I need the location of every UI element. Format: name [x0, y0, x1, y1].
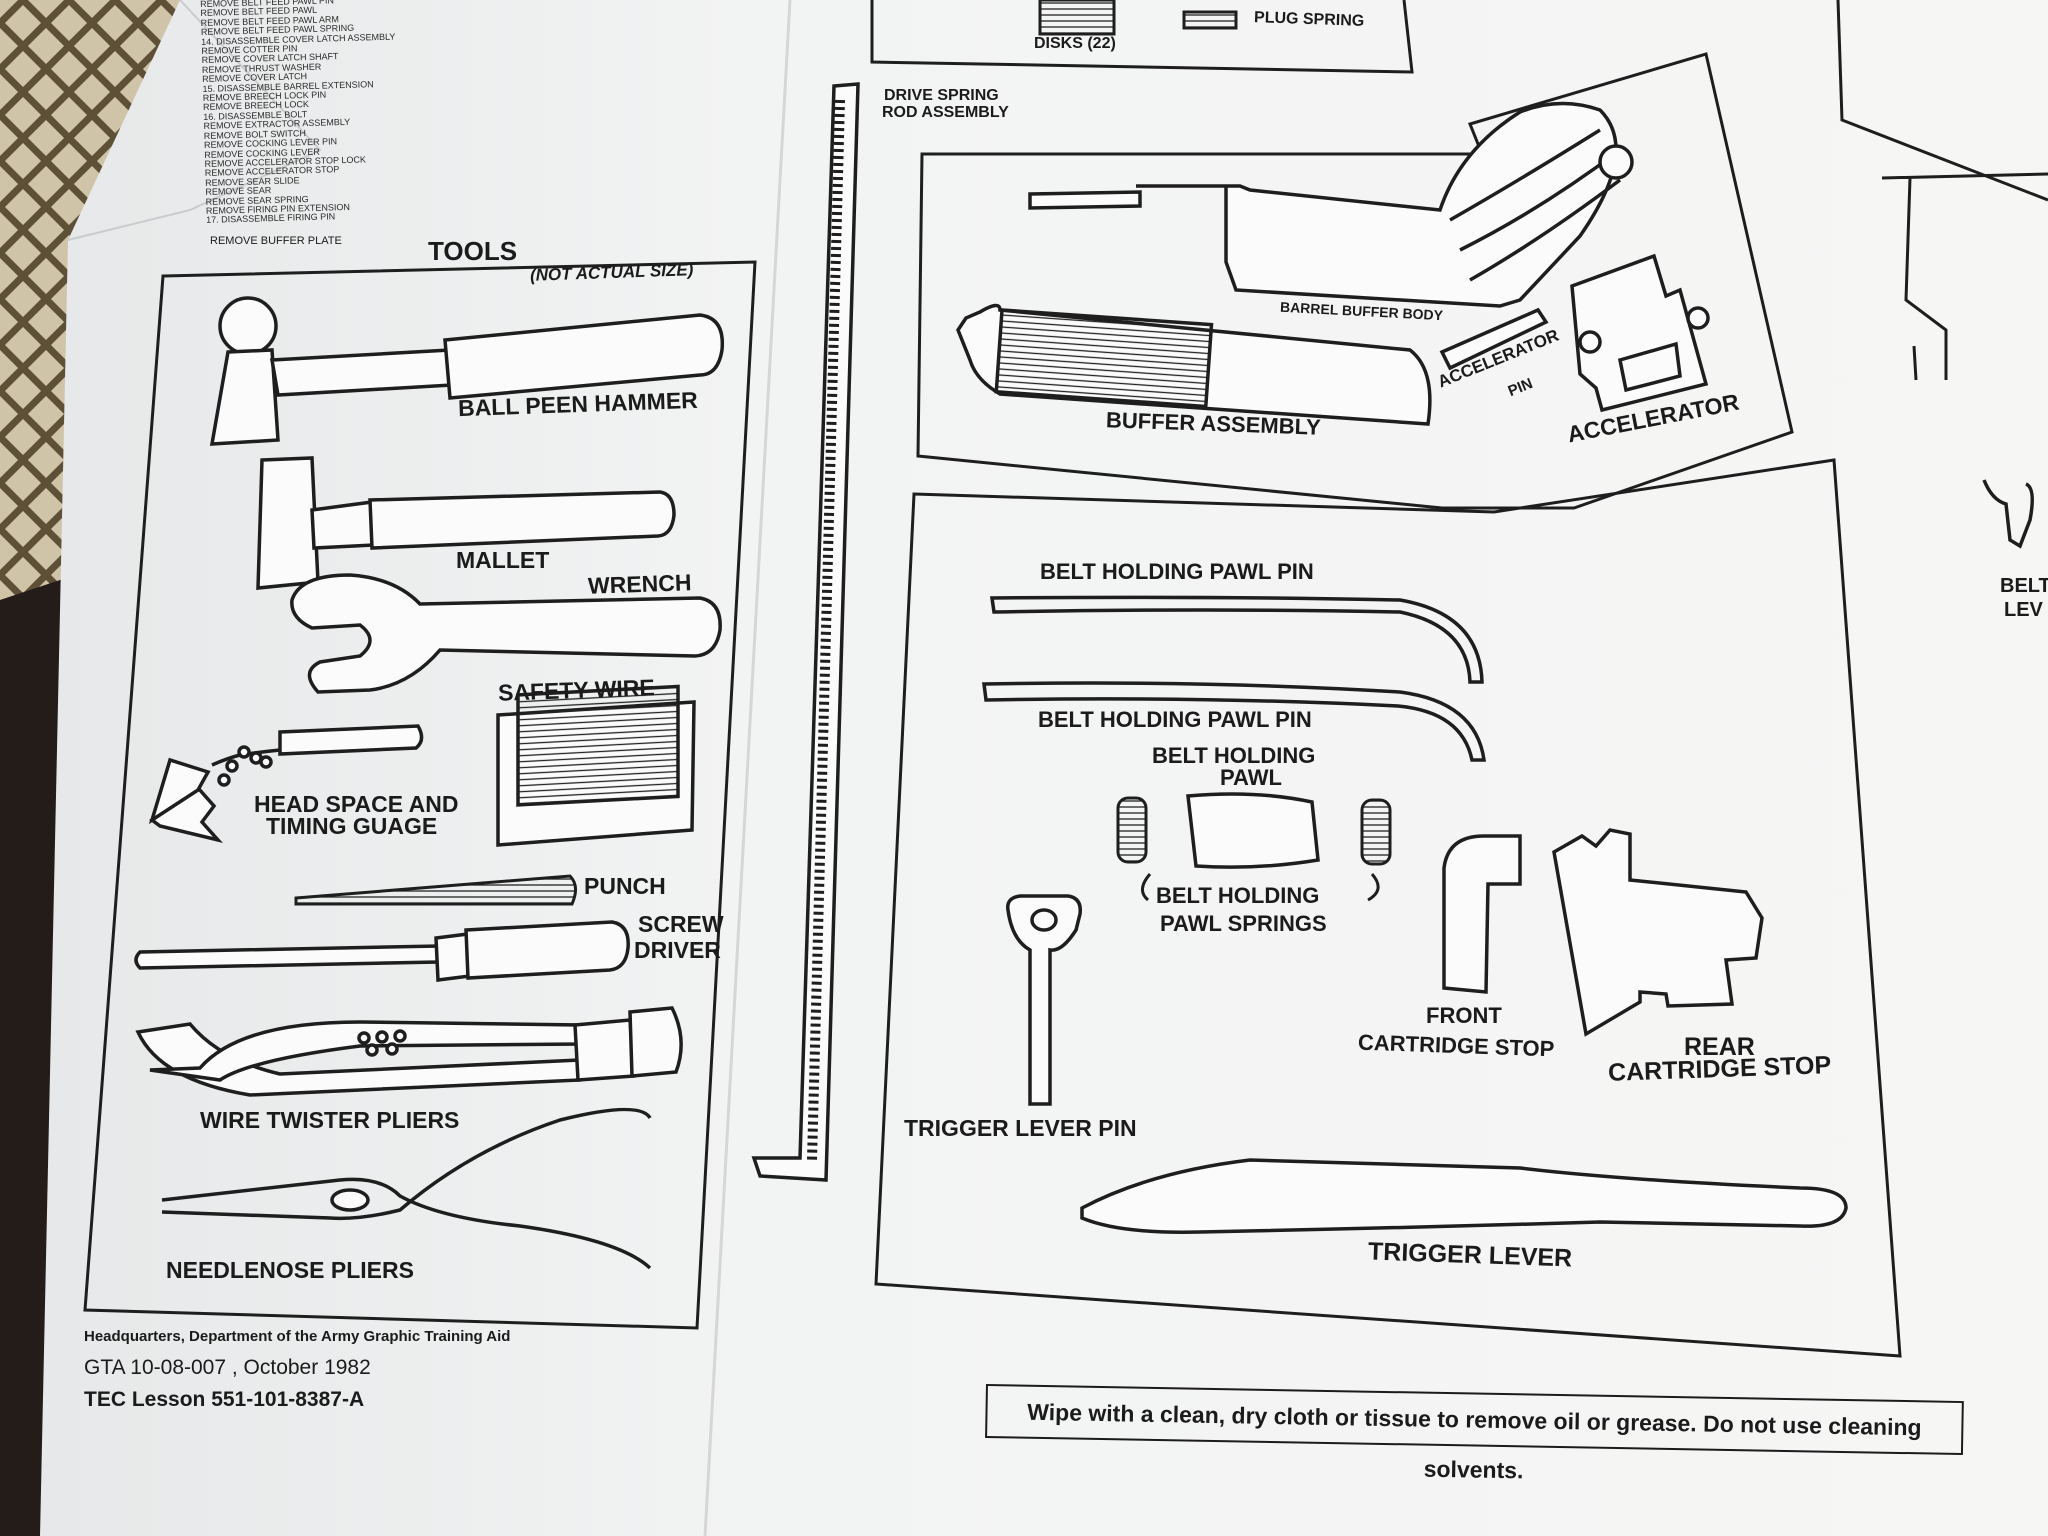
- label-wire-twister: WIRE TWISTER PLIERS: [200, 1107, 460, 1133]
- buffer-assembly-drawing: [956, 303, 1432, 426]
- label-belt-pawl-line1: BELT HOLDING: [1152, 743, 1316, 768]
- right-edge-panel-2: [1881, 172, 2048, 381]
- label-pawl-springs-line2: PAWL SPRINGS: [1160, 911, 1327, 936]
- safety-wire-drawing: [496, 684, 696, 847]
- label-edge-line2: LEV: [2004, 599, 2043, 621]
- label-headspace-line2: TIMING GUAGE: [266, 813, 438, 839]
- label-drive-spring-line2: ROD ASSEMBLY: [882, 104, 1009, 121]
- belt-pawl-drawing: [1186, 792, 1320, 869]
- rear-cartridge-stop-drawing: [1552, 828, 1764, 1037]
- right-edge-panel: [1836, 0, 2048, 202]
- footer-line3: TEC Lesson 551-101-8387-A: [84, 1388, 365, 1411]
- pawl-spring-right-drawing: [1360, 798, 1392, 866]
- ball-peen-hammer-drawing: [209, 296, 725, 446]
- paper-fold-vertical: [703, 0, 792, 1536]
- disks-drawing: [1038, 0, 1116, 36]
- top-parts-box: [870, 0, 1414, 74]
- front-cartridge-stop-drawing: [1442, 834, 1522, 994]
- label-drive-spring-line1: DRIVE SPRING: [884, 87, 999, 104]
- belt-pawl-panel-border: [874, 458, 1902, 1358]
- headspace-gauge-drawing: [148, 724, 424, 844]
- label-trigger-lever-pin: TRIGGER LEVER PIN: [904, 1115, 1137, 1141]
- label-headspace-line1: HEAD SPACE AND: [254, 791, 459, 817]
- wire-twister-pliers-drawing: [135, 1006, 683, 1097]
- paper-fold-top: [67, 0, 322, 241]
- drive-spring-rod-drawing: [751, 82, 860, 1182]
- trigger-lever-pin-drawing: [1006, 894, 1082, 1106]
- label-wrench: WRENCH: [587, 569, 692, 599]
- label-pawl-springs-line1: BELT HOLDING: [1156, 883, 1320, 908]
- belt-lever-edge-drawing: [1982, 479, 2034, 549]
- footer-line1: Headquarters, Department of the Army Gra…: [84, 1328, 511, 1345]
- footer-line2: GTA 10-08-007 , October 1982: [84, 1356, 371, 1379]
- pawl-springs-arrows: [1141, 873, 1380, 902]
- drive-spring-coils: [807, 99, 845, 1161]
- label-belt-pawl-line2: PAWL: [1220, 765, 1282, 790]
- steps-list: REMOVE BELT FEED PAWL PIN REMOVE BELT FE…: [200, 0, 586, 226]
- tools-panel-border: [83, 260, 757, 1330]
- pawl-spring-left-drawing: [1116, 796, 1148, 864]
- label-screwdriver-line1: SCREW: [638, 911, 724, 937]
- mallet-drawing: [256, 456, 676, 590]
- label-punch: PUNCH: [584, 873, 666, 899]
- label-belt-pawl-pin-2: BELT HOLDING PAWL PIN: [1038, 707, 1312, 732]
- needlenose-pliers-drawing: [161, 1107, 652, 1270]
- step-last: REMOVE BUFFER PLATE: [210, 235, 342, 247]
- label-belt-pawl-pin-1: BELT HOLDING PAWL PIN: [1040, 559, 1314, 584]
- label-rear-stop-line1: REAR: [1684, 1033, 1755, 1061]
- trigger-lever-drawing: [1080, 1158, 1848, 1234]
- label-mallet: MALLET: [456, 547, 550, 573]
- accelerator-pin-drawing: [1439, 307, 1549, 371]
- punch-drawing: [294, 874, 577, 906]
- barrel-buffer-body-drawing: [1028, 101, 1634, 308]
- label-screwdriver-line2: DRIVER: [634, 937, 721, 963]
- label-edge-line1: BELT: [2000, 575, 2048, 597]
- label-needlenose: NEEDLENOSE PLIERS: [166, 1257, 414, 1283]
- accelerator-drawing: [1570, 253, 1710, 413]
- belt-pawl-pin-2-drawing: [982, 681, 1487, 762]
- tools-heading: TOOLS: [428, 236, 518, 266]
- screwdriver-drawing: [134, 920, 630, 982]
- belt-pawl-pin-1-drawing: [989, 595, 1484, 684]
- label-safety-wire: SAFETY WIRE: [497, 674, 656, 706]
- wrench-drawing: [290, 573, 722, 694]
- plug-spring-drawing: [1182, 10, 1238, 30]
- label-front-stop-line1: FRONT: [1426, 1003, 1502, 1028]
- label-disks: DISKS (22): [1034, 35, 1116, 52]
